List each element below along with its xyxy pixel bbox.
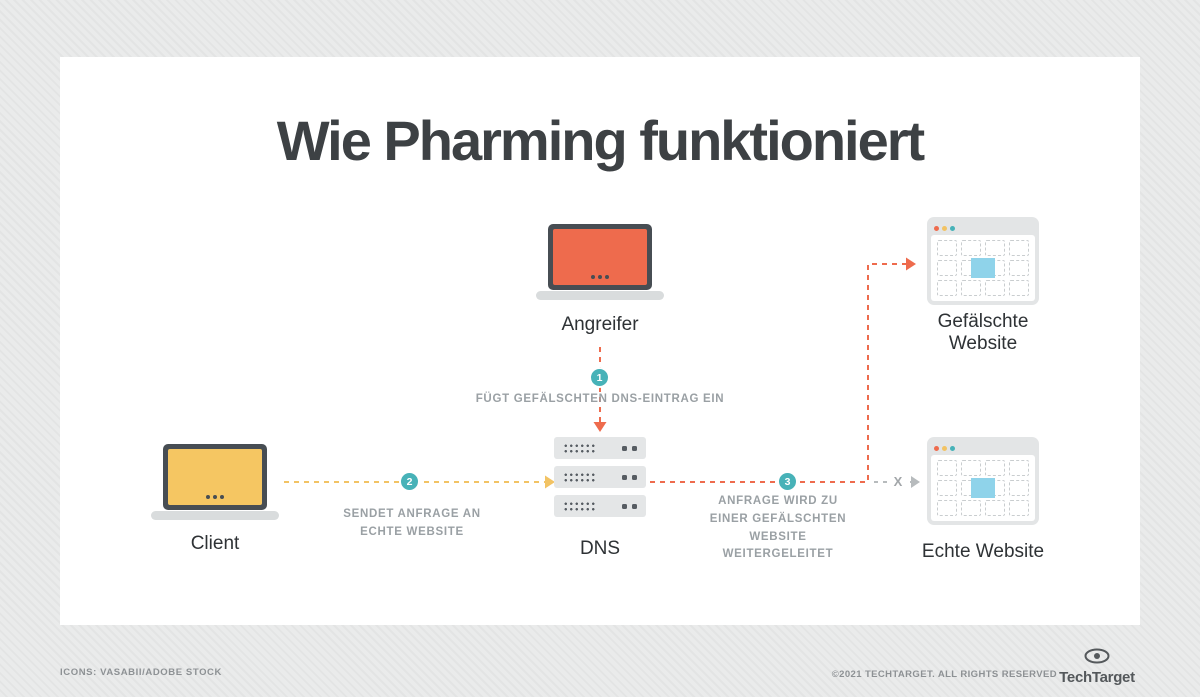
content-block [971, 478, 995, 498]
server-vents-icon [563, 442, 595, 454]
laptop-screen [163, 444, 267, 510]
server-led-icon [622, 503, 627, 509]
techtarget-eye-icon [1084, 648, 1110, 664]
server-vents-icon [563, 500, 595, 512]
attacker-label: Angreifer [561, 314, 639, 335]
laptop-screen [548, 224, 652, 290]
content-block [971, 258, 995, 278]
server-led-icon [632, 474, 637, 480]
server-unit [554, 466, 646, 488]
step2-label: SENDET ANFRAGE AN ECHTE WEBSITE [343, 508, 481, 538]
dns-label: DNS [579, 538, 621, 559]
fake-website-label: Gefälschte Website [937, 311, 1029, 354]
screen-dots-icon [591, 275, 609, 279]
step1-badge: 1 [589, 367, 610, 388]
real-website-icon [927, 437, 1039, 525]
server-unit [554, 495, 646, 517]
server-unit [554, 437, 646, 459]
step2-badge: 2 [399, 471, 420, 492]
screen-dots-icon [206, 495, 224, 499]
server-led-icon [622, 445, 627, 451]
browser-titlebar [931, 441, 1035, 455]
client-laptop-icon [151, 444, 279, 520]
browser-dot-orange-icon [934, 445, 939, 451]
content-card [60, 57, 1140, 625]
browser-titlebar [931, 221, 1035, 235]
server-led-icon [632, 445, 637, 451]
browser-body [931, 235, 1035, 301]
techtarget-wordmark: TechTarget [1059, 669, 1135, 686]
content-placeholder-grid [937, 240, 1029, 296]
browser-dot-yellow-icon [942, 445, 947, 451]
laptop-base [536, 291, 664, 300]
browser-dot-teal-icon [950, 445, 955, 451]
server-vents-icon [563, 471, 595, 483]
icon-credits: ICONS: VASABII/ADOBE STOCK [60, 667, 222, 678]
techtarget-logo: TechTarget [1051, 648, 1143, 686]
server-led-icon [632, 503, 637, 509]
attacker-laptop-icon [536, 224, 664, 300]
dns-server-icon [554, 437, 646, 517]
client-label: Client [190, 533, 240, 554]
content-placeholder-grid [937, 460, 1029, 516]
blocked-x-marker: X [890, 474, 906, 489]
browser-dot-teal-icon [950, 225, 955, 231]
laptop-base [151, 511, 279, 520]
page-title: Wie Pharming funktioniert [276, 109, 925, 172]
browser-dot-yellow-icon [942, 225, 947, 231]
step3-label: ANFRAGE WIRD ZU EINER GEFÄLSCHTEN WEBSIT… [709, 495, 847, 561]
real-website-label: Echte Website [921, 541, 1045, 562]
browser-body [931, 455, 1035, 521]
step3-badge: 3 [777, 471, 798, 492]
step1-label: FÜGT GEFÄLSCHTEN DNS-EINTRAG EIN [475, 393, 725, 405]
browser-dot-orange-icon [934, 225, 939, 231]
server-led-icon [622, 474, 627, 480]
fake-website-icon [927, 217, 1039, 305]
copyright-notice: ©2021 TECHTARGET. ALL RIGHTS RESERVED [831, 669, 1057, 680]
